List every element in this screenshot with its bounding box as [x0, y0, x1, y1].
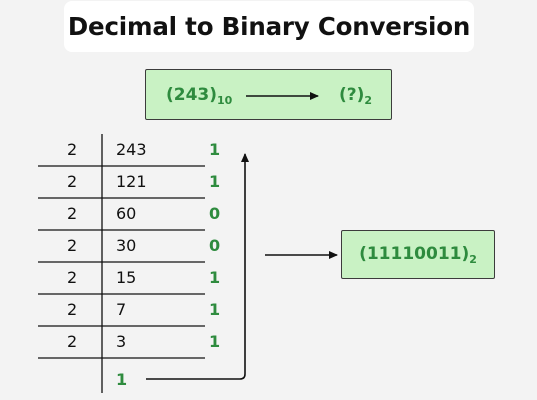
input-base: 10: [217, 94, 233, 107]
row-divisor: 2: [67, 172, 78, 191]
row-dividend: 30: [116, 236, 137, 255]
row-dividend: 7: [116, 300, 127, 319]
row-divisor: 2: [67, 204, 78, 223]
row-divisor: 2: [67, 300, 78, 319]
row-remainder: 1: [209, 140, 221, 159]
input-number-value: (243): [166, 85, 218, 105]
row-dividend: 60: [116, 204, 137, 223]
row-remainder: 0: [209, 204, 221, 223]
row-remainder: 1: [209, 172, 221, 191]
answer-value: (11110011)2: [359, 244, 477, 266]
division-row-lines: [38, 165, 205, 359]
answer-number: (11110011): [359, 243, 470, 264]
row-dividend: 121: [116, 172, 147, 191]
answer-box: (11110011)2: [341, 230, 495, 279]
row-dividend: 243: [116, 140, 147, 159]
row-remainder: 1: [209, 268, 221, 287]
unknown-result: (?)2: [339, 85, 372, 107]
row-divisor: 2: [67, 332, 78, 351]
row-divisor: 2: [67, 236, 78, 255]
row-remainder: 1: [209, 300, 221, 319]
title-banner: Decimal to Binary Conversion: [64, 1, 474, 52]
input-number: (243)10: [166, 85, 232, 107]
row-dividend: 15: [116, 268, 137, 287]
row-divisor: 2: [67, 268, 78, 287]
row-remainder: 1: [209, 332, 221, 351]
question-box: (243)10 (?)2: [145, 69, 392, 120]
row-divisor: 2: [67, 140, 78, 159]
unknown-result-value: (?): [339, 85, 365, 105]
page-title: Decimal to Binary Conversion: [67, 12, 471, 41]
answer-base: 2: [469, 252, 477, 266]
row-remainder: 0: [209, 236, 221, 255]
result-base: 2: [364, 94, 373, 107]
read-up-arrow: [146, 153, 249, 380]
final-quotient: 1: [116, 370, 128, 389]
row-dividend: 3: [116, 332, 127, 351]
